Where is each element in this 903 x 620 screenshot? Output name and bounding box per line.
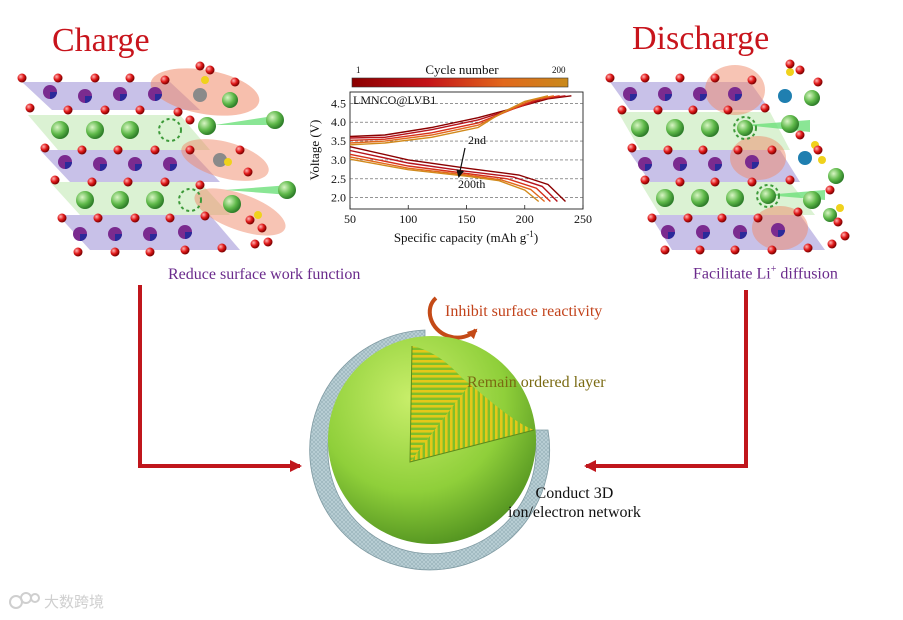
discharge-curve-2 (349, 153, 551, 203)
right-caption-tail: diffusion (776, 265, 838, 283)
sample-annotation: LMNCO@LVB1 (353, 93, 436, 107)
conduct-label: Conduct 3D ion/electron network (508, 484, 641, 522)
series-lines (349, 95, 572, 203)
cutaway-edge (409, 345, 535, 463)
y-tick-label: 2.5 (331, 172, 346, 186)
inhibit-curved-arrow (427, 296, 478, 340)
core-shell-particle (309, 329, 551, 571)
y-axis-label: Voltage (V) (307, 120, 322, 181)
cutaway-face-vertical (410, 384, 534, 462)
x-tick-label: 100 (399, 212, 417, 226)
charge-title: Charge (52, 22, 150, 59)
flow-arrows (138, 285, 748, 472)
discharge-title: Discharge (632, 20, 770, 57)
discharge-curve-0 (349, 146, 566, 203)
y-tick-label: 3.5 (331, 134, 346, 148)
colorbar-max-label: 200 (552, 65, 566, 75)
y-tick-labels: 2.0 2.5 3.0 3.5 4.0 4.5 (331, 96, 346, 204)
plot-area (349, 91, 584, 210)
colorbar-title: Cycle number (425, 62, 499, 77)
colorbar-min-label: 1 (356, 65, 361, 75)
conduct-line-2: ion/electron network (508, 504, 641, 522)
x-tick-label: 50 (344, 212, 356, 226)
charge-crystal-structure (17, 61, 296, 257)
right-caption-main: Facilitate Li (693, 265, 771, 283)
right-flow-arrow (584, 290, 748, 472)
cycle-trend-arrow (456, 147, 466, 178)
discharge-curve-1 (349, 149, 558, 202)
y-tick-label: 3.0 (331, 153, 346, 167)
conduct-line-1: Conduct 3D (535, 485, 614, 502)
y-tick-label: 2.0 (331, 191, 346, 205)
discharge-curve-4 (349, 158, 540, 203)
y-tick-label: 4.0 (331, 115, 346, 129)
x-axis-label: Specific capacity (mAh g-1) (394, 229, 538, 245)
right-caption: Facilitate Li+ diffusion (693, 264, 838, 283)
discharge-curve-3 (349, 156, 546, 203)
inhibit-label: Inhibit surface reactivity (445, 303, 603, 320)
left-flow-arrow (138, 285, 302, 472)
discharge-crystal-structure (605, 59, 850, 255)
x-tick-labels: 50 100 150 200 250 (344, 212, 592, 226)
watermark-text: 大数跨境 (44, 593, 105, 611)
y-tick-label: 4.5 (331, 96, 346, 110)
x-tick-label: 150 (458, 212, 476, 226)
watermark-logo (9, 592, 40, 609)
cycle-label-200th: 200th (458, 177, 485, 191)
left-caption: Reduce surface work function (168, 266, 361, 283)
ordered-layer-label: Remain ordered layer (467, 374, 606, 391)
x-tick-label: 200 (516, 212, 534, 226)
particle-shell (309, 329, 551, 571)
charge-curve-0 (349, 95, 572, 138)
cycle-label-2nd: 2nd (468, 133, 486, 147)
x-tick-label: 250 (574, 212, 592, 226)
charge-curve-4 (349, 95, 549, 146)
right-caption-sup: + (770, 264, 777, 275)
voltage-capacity-chart: 1 Cycle number 200 50 100 150 200 250 2.0 2.5… (307, 62, 592, 245)
colorbar (351, 77, 569, 88)
cutaway-face-horizontal (410, 346, 470, 462)
